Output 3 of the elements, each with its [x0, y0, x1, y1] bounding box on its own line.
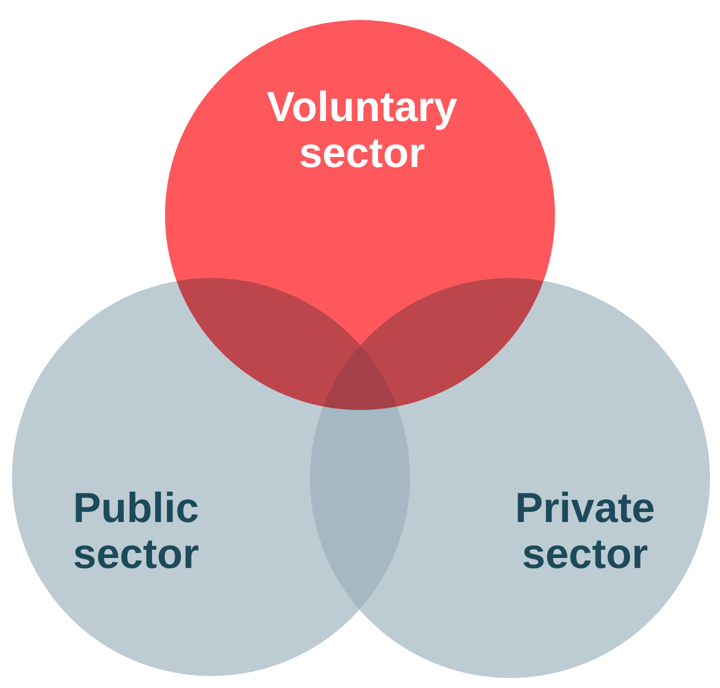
sector-label: Voluntary sector [266, 84, 458, 176]
sector-label: Private sector [514, 485, 656, 577]
sector-label: Public sector [72, 485, 200, 577]
